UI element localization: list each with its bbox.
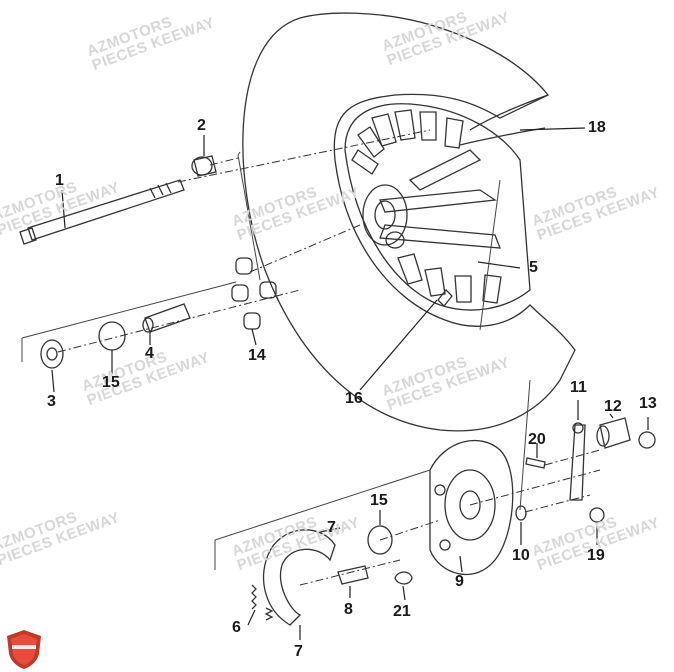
callout-21: 21 xyxy=(393,603,411,620)
brake-panel xyxy=(429,439,514,576)
assembly-axes xyxy=(57,129,601,586)
spacer-4 xyxy=(144,303,191,333)
washer-15-lower xyxy=(367,525,393,555)
hub-spoke-lower xyxy=(379,224,501,249)
valve xyxy=(437,289,453,307)
callout-6: 6 xyxy=(232,619,241,636)
callout-11: 11 xyxy=(570,379,587,396)
callout-15-left: 15 xyxy=(102,374,120,391)
callout-3: 3 xyxy=(47,393,56,410)
pivot-12 xyxy=(596,417,631,449)
nut-13 xyxy=(638,431,656,449)
seal-21 xyxy=(394,571,413,585)
callout-16: 16 xyxy=(345,390,363,407)
callout-14: 14 xyxy=(248,347,266,364)
rim-inner-outline xyxy=(344,103,531,311)
callout-2: 2 xyxy=(197,117,206,134)
callout-1: 1 xyxy=(55,172,64,189)
hub-spoke-mid xyxy=(408,149,482,191)
washer-10 xyxy=(515,505,527,521)
axle xyxy=(19,179,185,245)
tyre-outline xyxy=(242,12,576,432)
bearings-14 xyxy=(231,257,277,330)
callout-12: 12 xyxy=(604,398,622,415)
callout-18: 18 xyxy=(588,119,606,136)
callout-20: 20 xyxy=(528,431,546,448)
callout-7-upper: 7 xyxy=(327,519,336,536)
callout-5: 5 xyxy=(529,259,538,276)
frame-lines xyxy=(21,151,531,570)
brake-arm xyxy=(569,424,586,501)
rim-slots xyxy=(351,109,502,304)
callout-15-lower: 15 xyxy=(370,492,388,509)
callout-19: 19 xyxy=(587,547,605,564)
brake-cam xyxy=(337,565,369,585)
callout-10: 10 xyxy=(512,547,530,564)
callout-4: 4 xyxy=(145,345,154,362)
spacer-2 xyxy=(191,155,217,177)
bolt-20 xyxy=(525,457,546,469)
callout-8: 8 xyxy=(344,601,353,618)
leader-lines xyxy=(51,127,649,640)
springs xyxy=(251,584,274,621)
callout-7-lower: 7 xyxy=(294,643,303,660)
brake-shoes xyxy=(262,529,336,626)
hub xyxy=(362,184,408,246)
nut-3 xyxy=(40,339,64,369)
hub-spoke-upper xyxy=(379,189,497,213)
callout-13: 13 xyxy=(639,395,657,412)
callout-9: 9 xyxy=(455,573,464,590)
azmotors-logo-icon xyxy=(7,630,41,669)
